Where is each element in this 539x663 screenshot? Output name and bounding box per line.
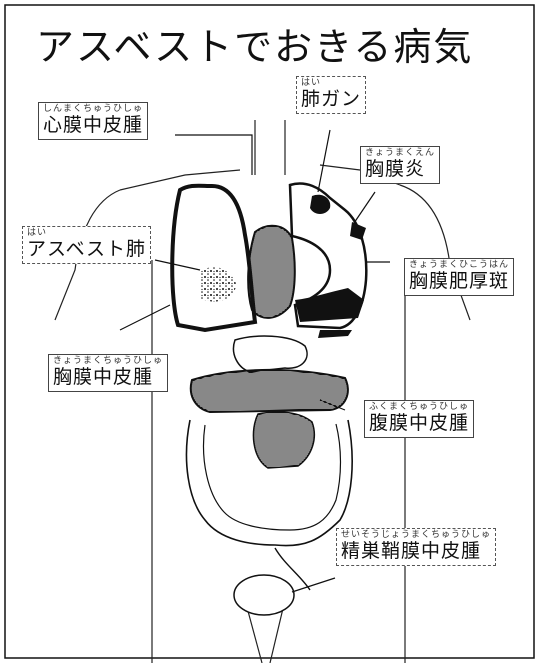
label-pleurisy: きょうまくえん 胸膜炎 — [360, 146, 441, 184]
pleural-plaque-1 — [350, 222, 366, 240]
scrotum — [233, 574, 295, 616]
reading: きょうまくひこうはん — [409, 260, 510, 270]
reading: せいそうじょうまくちゅうひしゅ — [341, 530, 492, 540]
label-pericardial-mesothelioma: しんまくちゅうひしゅ 心膜中皮腫 — [38, 102, 149, 140]
transverse-colon — [189, 368, 349, 414]
leader-lines — [119, 129, 390, 593]
reading: はい — [301, 78, 322, 88]
reading: ふくまくちゅうひしゅ — [369, 402, 470, 412]
small-intestine — [252, 411, 316, 469]
asbestosis-patch — [200, 267, 236, 302]
heart — [247, 224, 296, 319]
reading: しんまくちゅうひしゅ — [43, 104, 144, 114]
label-testicular-mesothelioma: せいそうじょうまくちゅうひしゅ 精巣鞘膜中皮腫 — [336, 528, 497, 566]
right-lung — [170, 183, 258, 333]
disease-name: 心膜中皮腫 — [43, 113, 144, 136]
pleural-plaque-2 — [318, 330, 352, 338]
reading: はい — [27, 228, 48, 238]
disease-name: 肺ガン — [301, 87, 362, 110]
disease-name: アスベスト肺 — [27, 237, 147, 260]
reading: きょうまくえん — [365, 148, 436, 158]
disease-name: 胸膜肥厚斑 — [409, 269, 510, 292]
label-pleural-plaque: きょうまくひこうはん 胸膜肥厚斑 — [404, 258, 515, 296]
frame — [4, 4, 535, 659]
label-pleural-mesothelioma: きょうまくちゅうひしゅ 胸膜中皮腫 — [48, 354, 169, 392]
label-asbestosis: はい アスベスト肺 — [22, 226, 152, 264]
disease-name: 胸膜炎 — [365, 157, 426, 180]
label-lung-cancer: はい 肺ガン — [296, 76, 367, 114]
colon-inner — [202, 423, 342, 531]
page-title: アスベストでおきる病気 — [36, 25, 474, 69]
disease-name: 胸膜中皮腫 — [53, 365, 154, 388]
disease-name: 精巣鞘膜中皮腫 — [341, 539, 482, 562]
large-intestine — [185, 419, 353, 547]
reading: きょうまくちゅうひしゅ — [53, 356, 164, 366]
label-peritoneal-mesothelioma: ふくまくちゅうひしゅ 腹膜中皮腫 — [364, 400, 475, 438]
pleural-effusion — [295, 288, 364, 322]
lung-cancer-mass — [310, 194, 331, 214]
disease-name: 腹膜中皮腫 — [369, 411, 470, 434]
stomach — [232, 335, 308, 373]
